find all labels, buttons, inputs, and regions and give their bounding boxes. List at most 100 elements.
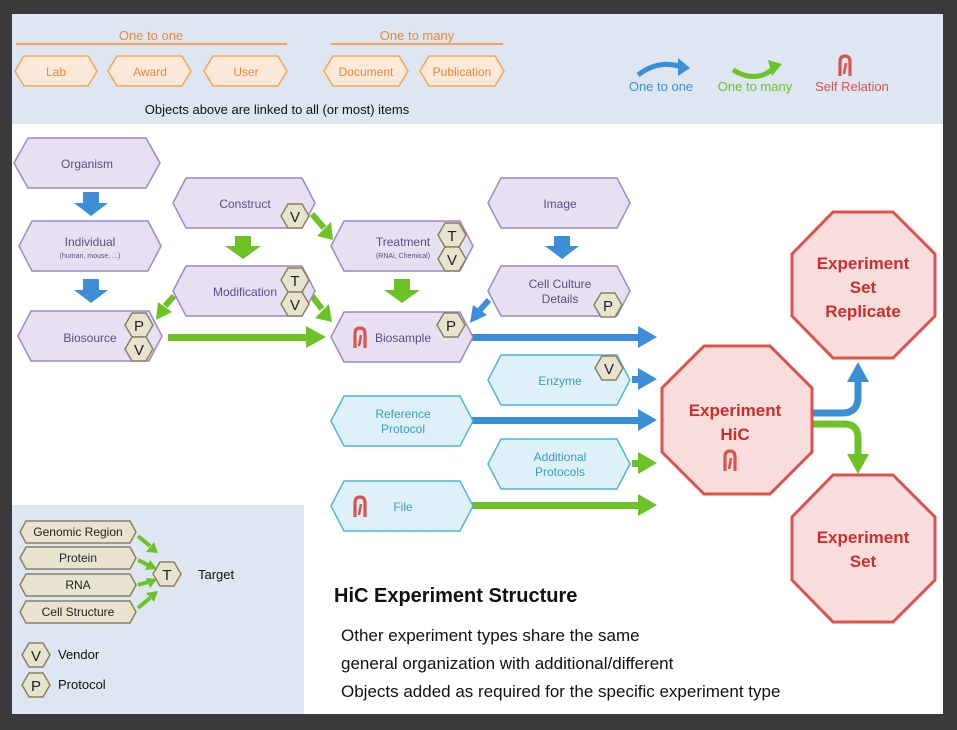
individual-label: Individual: [65, 235, 116, 249]
arrow-biosample-to-experiment: [470, 326, 657, 348]
set-replicate-label-line2: Set: [850, 278, 877, 297]
lab-label: Lab: [46, 65, 66, 79]
legend-one-to-many-label: One to many: [718, 79, 793, 94]
arrow-construct-to-modification: [225, 236, 261, 259]
cell-culture-label-line2: Details: [542, 292, 579, 306]
vendor-label: Vendor: [58, 647, 100, 662]
target-item-genomic-region[interactable]: Genomic Region: [19, 520, 137, 544]
arrow-reference-protocol-to-experiment: [472, 409, 657, 431]
node-experiment-set[interactable]: Experiment Set: [790, 473, 937, 624]
node-individual[interactable]: Individual (human, mouse, ...): [18, 220, 162, 272]
badge-construct-v: V: [280, 203, 310, 229]
one-to-one-header: One to one: [119, 28, 183, 43]
badge-enzyme-v: V: [594, 355, 624, 381]
node-file[interactable]: File: [330, 480, 474, 532]
target-arrows: [136, 534, 158, 610]
set-replicate-label-line1: Experiment: [817, 254, 910, 273]
treatment-label: Treatment: [376, 235, 431, 249]
node-lab[interactable]: Lab: [14, 55, 98, 87]
experiment-set-label-line2: Set: [850, 552, 877, 571]
svg-text:Cell Structure: Cell Structure: [42, 605, 115, 619]
svg-text:P: P: [446, 318, 456, 335]
legend-one-to-one: One to one: [629, 58, 693, 94]
award-label: Award: [133, 65, 167, 79]
arrow-file-to-experiment: [472, 494, 657, 516]
node-user[interactable]: User: [203, 55, 288, 87]
modification-label: Modification: [213, 285, 277, 299]
svg-text:V: V: [134, 342, 144, 359]
biosource-label: Biosource: [63, 331, 117, 345]
additional-protocols-label-line2: Protocols: [535, 465, 585, 479]
badge-treatment-t: T: [437, 222, 467, 248]
caption-line-2: general organization with additional/dif…: [341, 654, 674, 673]
organism-label: Organism: [61, 157, 113, 171]
target-label: Target: [198, 567, 235, 582]
reference-protocol-label-line1: Reference: [375, 407, 431, 421]
badge-biosource-v: V: [124, 336, 154, 362]
arrow-individual-to-biosource: [74, 279, 108, 303]
svg-text:Genomic Region: Genomic Region: [33, 525, 122, 539]
node-image[interactable]: Image: [487, 177, 631, 229]
arrow-experiment-to-set: [812, 420, 869, 474]
badge-biosource-p: P: [124, 312, 154, 338]
legend-blue-arrowhead: [678, 58, 690, 76]
caption-line-1: Other experiment types share the same: [341, 626, 640, 645]
enzyme-label: Enzyme: [538, 374, 582, 388]
experiment-set-label-line1: Experiment: [817, 528, 910, 547]
arrow-image-to-cell-culture: [545, 236, 579, 259]
svg-text:V: V: [447, 252, 457, 269]
individual-sublabel: (human, mouse, ...): [60, 253, 121, 260]
cell-culture-label-line1: Cell Culture: [529, 277, 592, 291]
node-publication[interactable]: Publication: [419, 55, 505, 87]
node-reference-protocol[interactable]: Reference Protocol: [330, 395, 474, 447]
diagram-title: HiC Experiment Structure: [334, 585, 577, 607]
badge-cell-culture-p: P: [593, 292, 623, 318]
legend-self-relation-label: Self Relation: [815, 79, 889, 94]
badge-treatment-v: V: [437, 246, 467, 272]
svg-text:V: V: [604, 361, 614, 378]
publication-label: Publication: [433, 65, 492, 79]
one-to-many-header: One to many: [380, 28, 455, 43]
legend-one-to-one-label: One to one: [629, 79, 693, 94]
construct-label: Construct: [219, 197, 271, 211]
svg-text:V: V: [31, 648, 41, 665]
node-award[interactable]: Award: [107, 55, 192, 87]
node-organism[interactable]: Organism: [13, 137, 161, 189]
top-caption: Objects above are linked to all (or most…: [145, 102, 410, 117]
target-item-protein[interactable]: Protein: [19, 546, 137, 570]
badge-modification-v: V: [280, 291, 310, 317]
svg-text:P: P: [31, 678, 41, 695]
biosample-label: Biosample: [375, 331, 431, 345]
arrow-biosource-to-biosample: [168, 326, 326, 348]
experiment-hic-label-line1: Experiment: [689, 401, 782, 420]
target-item-rna[interactable]: RNA: [19, 573, 137, 597]
svg-text:V: V: [290, 209, 300, 226]
svg-text:P: P: [603, 298, 613, 315]
node-additional-protocols[interactable]: Additional Protocols: [487, 438, 631, 490]
node-experiment-set-replicate[interactable]: Experiment Set Replicate: [790, 210, 937, 360]
caption-line-3: Objects added as required for the specif…: [341, 682, 780, 701]
node-experiment-hic[interactable]: Experiment HiC: [660, 344, 814, 496]
file-label: File: [393, 500, 413, 514]
treatment-sublabel: (RNAi, Chemical): [376, 253, 430, 260]
arrow-experiment-to-set-replicate: [812, 362, 869, 417]
arrow-modification-to-biosample: [309, 294, 332, 322]
set-replicate-label-line3: Replicate: [825, 302, 901, 321]
svg-text:Protein: Protein: [59, 551, 97, 565]
experiment-hic-label-line2: HiC: [720, 425, 749, 444]
image-label: Image: [543, 197, 577, 211]
node-construct[interactable]: Construct: [172, 177, 316, 229]
protocol-label: Protocol: [58, 677, 106, 692]
target-item-cell-structure[interactable]: Cell Structure: [19, 600, 137, 624]
svg-text:T: T: [162, 567, 171, 584]
reference-protocol-label-line2: Protocol: [381, 422, 425, 436]
node-document[interactable]: Document: [323, 55, 409, 87]
arrow-organism-to-individual: [74, 192, 108, 216]
legend-green-arrowhead: [768, 60, 782, 76]
svg-text:RNA: RNA: [65, 578, 90, 592]
badge-biosample-p: P: [436, 312, 466, 338]
user-label: User: [233, 65, 258, 79]
arrow-enzyme-to-experiment: [632, 368, 657, 390]
